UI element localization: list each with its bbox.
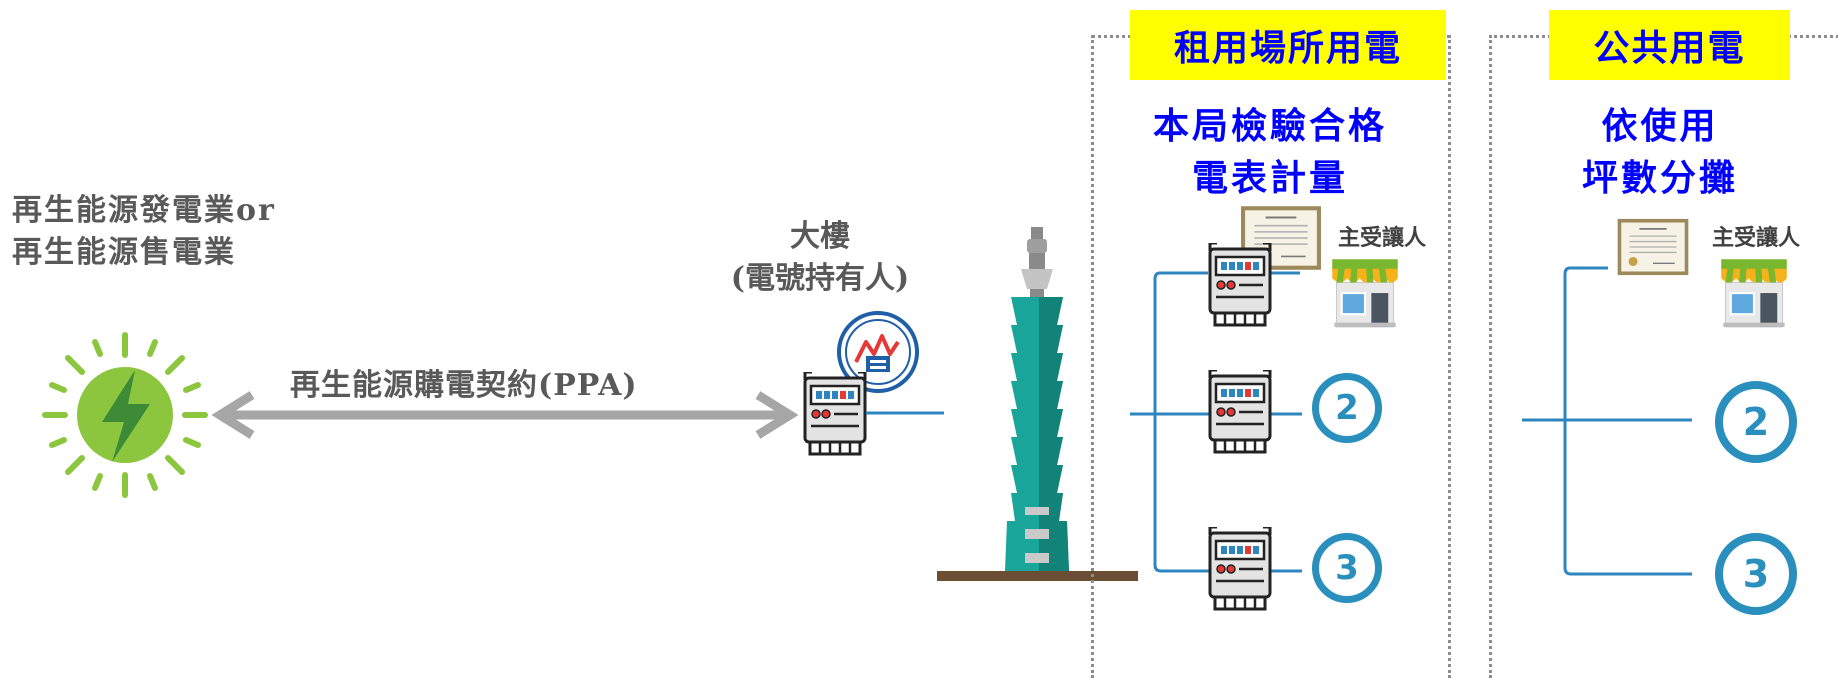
public-electricity-subtitle-line2: 坪數分攤 xyxy=(1581,157,1738,199)
building-feed-line xyxy=(866,411,944,415)
rented-premises-subtitle-line1: 本局檢驗合格 xyxy=(1152,105,1387,147)
tenant-meter-2-icon xyxy=(1205,370,1275,460)
shop-icon xyxy=(1328,255,1402,329)
ppa-label: 再生能源購電契約(PPA) xyxy=(290,368,638,403)
tenant-unit-3-badge: 3 xyxy=(1312,533,1382,603)
rented-premises-subtitle: 本局檢驗合格 電表計量 xyxy=(1100,100,1440,204)
double-arrow-icon xyxy=(211,391,799,439)
transferee-label-2: 主受讓人 xyxy=(1712,225,1801,251)
public-electricity-header: 公共用電 xyxy=(1549,10,1790,80)
public-electricity-wiring xyxy=(1522,266,1692,576)
taipei101-tower-icon xyxy=(937,227,1138,581)
building-label-line1: 大樓 xyxy=(790,219,850,254)
public-unit-2-number: 2 xyxy=(1742,400,1770,444)
rented-premises-wiring xyxy=(1130,271,1302,573)
tenant-unit-2-badge: 2 xyxy=(1312,373,1382,443)
tenant-unit-3-number: 3 xyxy=(1335,548,1359,588)
public-unit-2-badge: 2 xyxy=(1715,381,1797,463)
tenant-unit-2-number: 2 xyxy=(1335,388,1359,428)
public-electricity-subtitle-line1: 依使用 xyxy=(1601,105,1719,147)
rented-premises-header: 租用場所用電 xyxy=(1130,10,1446,80)
rented-premises-subtitle-line2: 電表計量 xyxy=(1191,157,1348,199)
shop-icon-2 xyxy=(1717,255,1791,329)
tenant-meter-3-icon xyxy=(1205,527,1275,617)
building-label-line2: (電號持有人) xyxy=(730,261,910,296)
building-electric-meter-icon xyxy=(800,372,870,462)
transferee-label: 主受讓人 xyxy=(1338,225,1427,251)
taipower-logo-icon xyxy=(837,311,919,393)
generator-label-line2: 再生能源售電業 xyxy=(12,235,236,270)
sun-bolt-icon xyxy=(42,332,208,498)
generator-label: 再生能源發電業or 再生能源售電業 xyxy=(12,190,276,274)
generator-label-line1: 再生能源發電業or xyxy=(12,193,276,228)
public-unit-3-badge: 3 xyxy=(1715,533,1797,615)
building-label: 大樓 (電號持有人) xyxy=(710,216,930,300)
tenant-meter-1-icon xyxy=(1205,243,1275,333)
public-unit-3-number: 3 xyxy=(1742,552,1770,596)
public-electricity-subtitle: 依使用 坪數分攤 xyxy=(1550,100,1770,204)
